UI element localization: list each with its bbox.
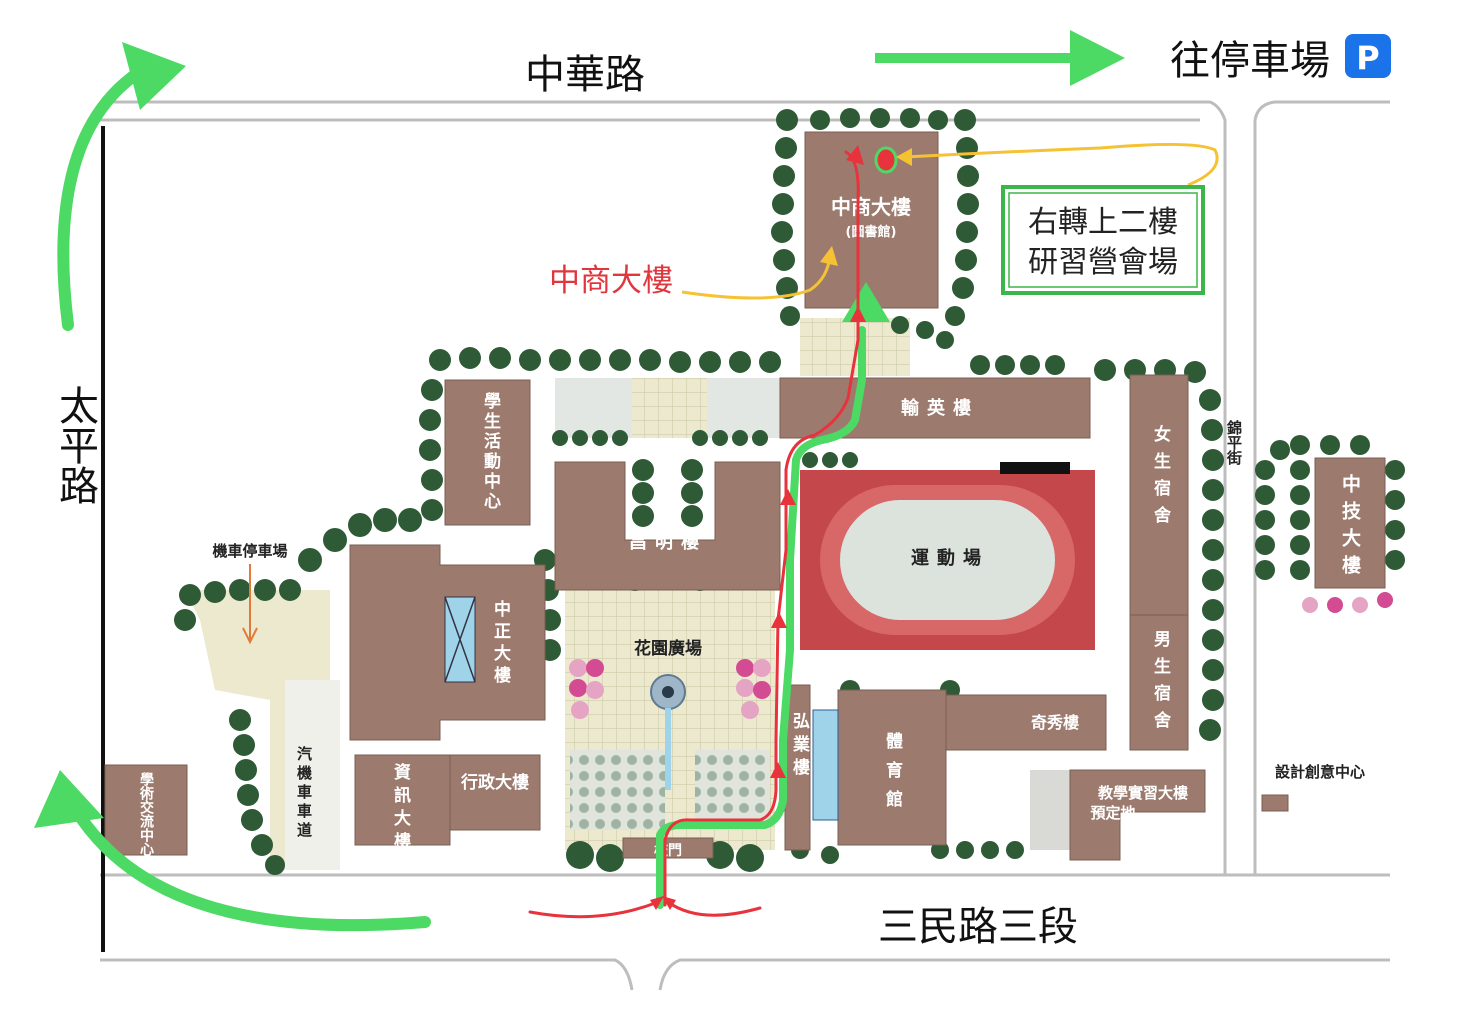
label-women-dorm: 女生宿舍 — [1150, 424, 1171, 533]
label-changming: 昌明樓 — [629, 531, 707, 553]
parking-icon — [1345, 34, 1391, 78]
hanying-building — [779, 377, 1091, 439]
tree-clusters — [174, 108, 1405, 875]
road-south-label: 三民路三段 — [878, 904, 1078, 950]
label-planned-site: 預定地 — [1090, 804, 1135, 822]
zhongshang-building — [804, 131, 939, 309]
info-building — [354, 754, 451, 846]
zhongji-building — [1314, 457, 1386, 589]
design-center-building — [1261, 794, 1289, 812]
flower-beds — [569, 592, 1393, 719]
label-admin: 行政大樓 — [460, 772, 529, 793]
stadium — [800, 462, 1095, 650]
instruction-line-2: 研習營會場 — [1028, 245, 1178, 280]
route-red — [528, 150, 860, 919]
teaching-practice-building — [1069, 769, 1206, 861]
academic-exchange-building — [104, 764, 188, 856]
label-hongye: 弘業樓 — [789, 712, 810, 781]
changming-building — [554, 461, 781, 591]
label-info: 資訊大樓 — [390, 763, 411, 855]
label-academic-exchange: 學術交流中心 — [138, 772, 155, 857]
label-scooter-parking: 機車停車場 — [212, 542, 287, 560]
parking-icon-letter: P — [1356, 39, 1379, 77]
road-outlines — [100, 100, 1390, 991]
route-red-arrowheads — [650, 145, 866, 910]
hongye-glass — [812, 709, 839, 821]
vertical-building-labels: 學生活動中心 中正大樓 資訊大樓 學術交流中心 弘業樓 體育館 女生宿舍 男生宿… — [138, 392, 1361, 857]
label-zhongzheng: 中正大樓 — [490, 599, 511, 688]
label-hanying: 輸英樓 — [901, 397, 979, 419]
label-zhongshang: 中商大樓 — [831, 195, 911, 219]
label-stadium: 運動場 — [911, 547, 989, 569]
qixiu-building — [945, 694, 1107, 751]
road-west-label: 太平路 — [52, 385, 98, 505]
landscape — [185, 318, 1070, 870]
label-design-center: 設計創意中心 — [1275, 763, 1365, 781]
arrow-south-west — [64, 794, 431, 932]
callout-arrow-instruction — [904, 142, 1219, 187]
arrow-west-up — [57, 69, 141, 331]
men-dorm-building — [1129, 614, 1189, 751]
buildings — [104, 131, 1386, 861]
label-east-road: 錦平街 — [1225, 419, 1243, 466]
label-qixiu: 奇秀樓 — [1031, 713, 1079, 732]
label-student-activity: 學生活動中心 — [480, 392, 501, 512]
label-vehicle-lane: 汽機車車道 — [295, 745, 313, 841]
label-gym: 體育館 — [882, 732, 904, 819]
gate-building — [622, 837, 714, 859]
instruction-line-1: 右轉上二樓 — [1028, 205, 1178, 240]
parking-label: 往停車場 — [1170, 38, 1330, 84]
destination-marker — [874, 146, 898, 174]
instruction-box: 右轉上二樓 研習營會場 — [1001, 185, 1205, 295]
label-zhongji: 中技大樓 — [1339, 473, 1361, 582]
label-men-dorm: 男生宿舍 — [1150, 630, 1171, 738]
admin-building — [449, 754, 541, 831]
callout-destination-name: 中商大樓 — [549, 263, 673, 299]
student-activity-building — [444, 379, 531, 526]
women-dorm-building — [1129, 374, 1189, 616]
label-teaching-practice: 教學實習大樓 — [1097, 784, 1188, 802]
label-zhongshang-library: (圖書館) — [846, 224, 897, 240]
hongye-building — [784, 684, 811, 851]
direction-arrows — [34, 30, 1125, 932]
route-green-head — [842, 282, 890, 322]
road-north-label: 中華路 — [525, 52, 645, 98]
label-garden-plaza: 花園廣場 — [634, 638, 702, 659]
gym-building — [837, 689, 947, 846]
callout-arrow-destination — [681, 254, 832, 300]
